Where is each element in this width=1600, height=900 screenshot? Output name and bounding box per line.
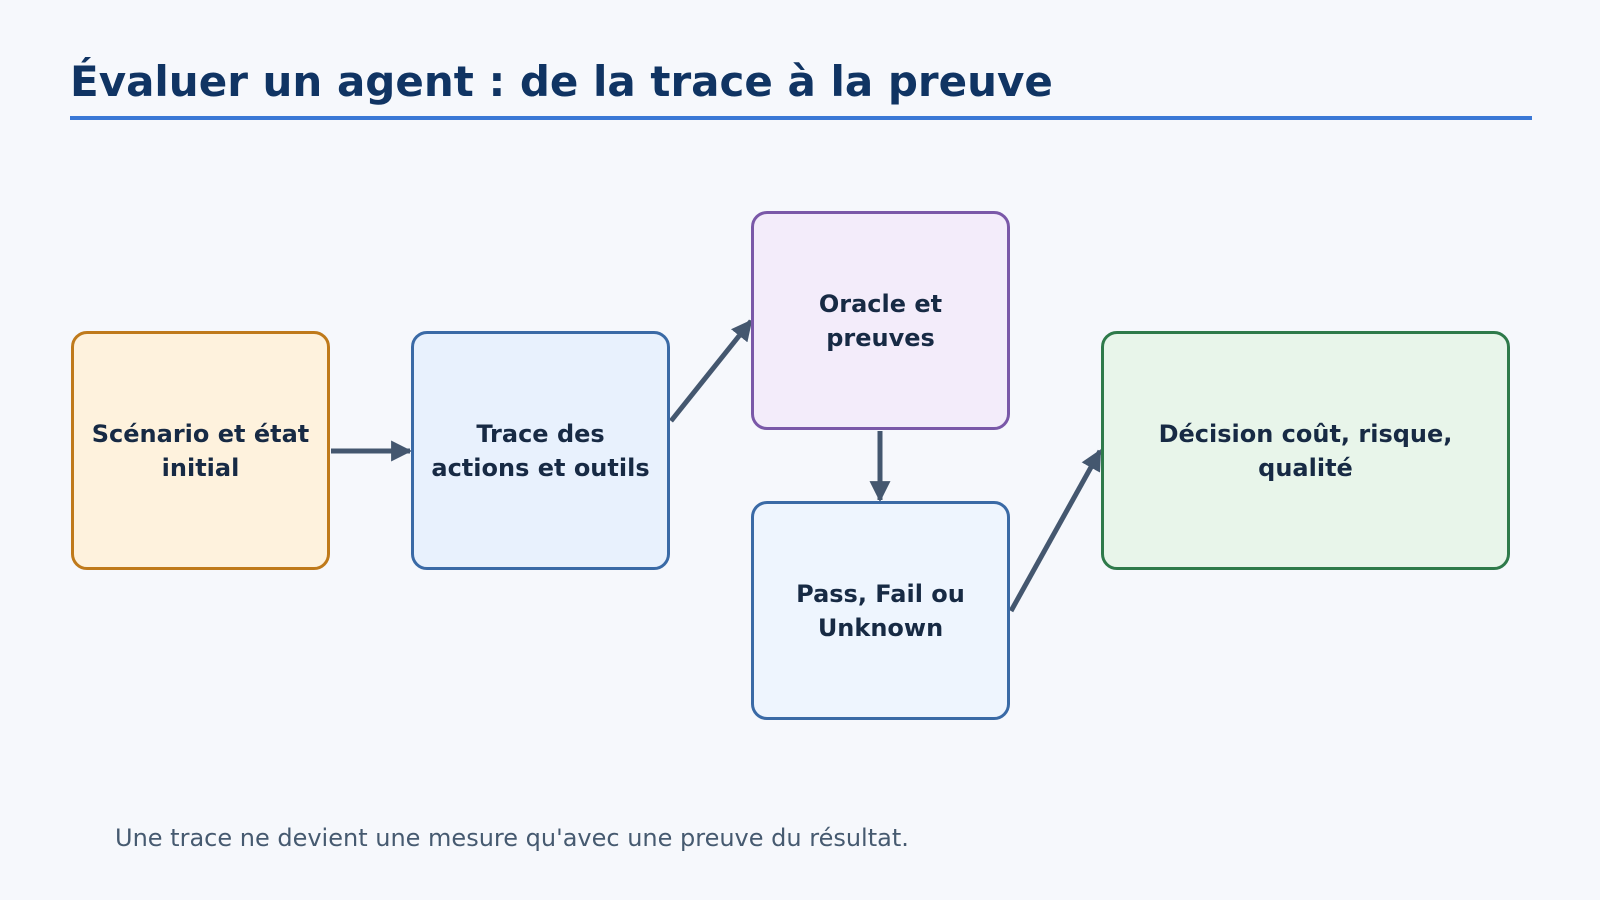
arrow-trace-to-oracle [669, 319, 753, 423]
node-scenario: Scénario et état initial [71, 331, 330, 570]
node-oracle: Oracle et preuves [751, 211, 1010, 430]
node-verdict: Pass, Fail ou Unknown [751, 501, 1010, 720]
caption: Une trace ne devient une mesure qu'avec … [115, 824, 909, 852]
node-scenario-label: Scénario et état initial [91, 419, 310, 482]
node-decision: Décision coût, risque, qualité [1101, 331, 1510, 570]
node-decision-label: Décision coût, risque, qualité [1158, 419, 1453, 482]
node-trace-label: Trace des actions et outils [431, 419, 650, 482]
title-underline [70, 116, 1532, 120]
arrow-verdict-to-decision [1008, 449, 1103, 613]
node-trace: Trace des actions et outils [411, 331, 670, 570]
page-title: Évaluer un agent : de la trace à la preu… [70, 57, 1053, 106]
node-oracle-label: Oracle et preuves [818, 289, 943, 352]
node-verdict-label: Pass, Fail ou Unknown [796, 579, 965, 642]
